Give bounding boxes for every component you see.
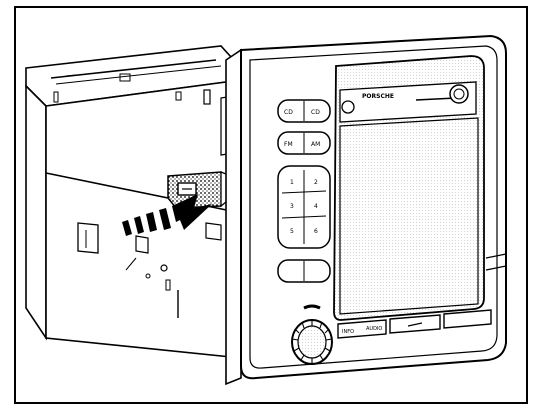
info-label: INFO bbox=[342, 329, 354, 335]
fm-label: FM bbox=[284, 141, 293, 148]
audio-label: AUDIO bbox=[366, 326, 382, 332]
mounting-housing bbox=[25, 45, 242, 359]
cd-right-label: CD bbox=[311, 109, 320, 116]
am-label: AM bbox=[311, 141, 320, 148]
info-button[interactable] bbox=[337, 319, 387, 339]
preset-5: 5 bbox=[290, 228, 294, 235]
figure-frame: PORSCHE CD CD FM AM 1 2 3 4 5 6 INFO AUD… bbox=[14, 6, 528, 404]
cd-left-label: CD bbox=[284, 109, 293, 116]
preset-6: 6 bbox=[314, 228, 318, 235]
release-clip-icon bbox=[167, 171, 232, 209]
nav-button[interactable] bbox=[443, 309, 492, 329]
rotary-knob-icon[interactable] bbox=[291, 304, 333, 365]
brand-text: PORSCHE bbox=[362, 93, 394, 100]
preset-1: 1 bbox=[290, 179, 294, 186]
preset-2: 2 bbox=[314, 179, 318, 186]
display-screen bbox=[333, 55, 485, 321]
preset-3: 3 bbox=[290, 203, 294, 210]
preset-4: 4 bbox=[314, 203, 318, 210]
bottom-button-bar bbox=[337, 309, 492, 339]
insertion-arrow-icon bbox=[122, 194, 212, 236]
button-column bbox=[277, 99, 331, 283]
